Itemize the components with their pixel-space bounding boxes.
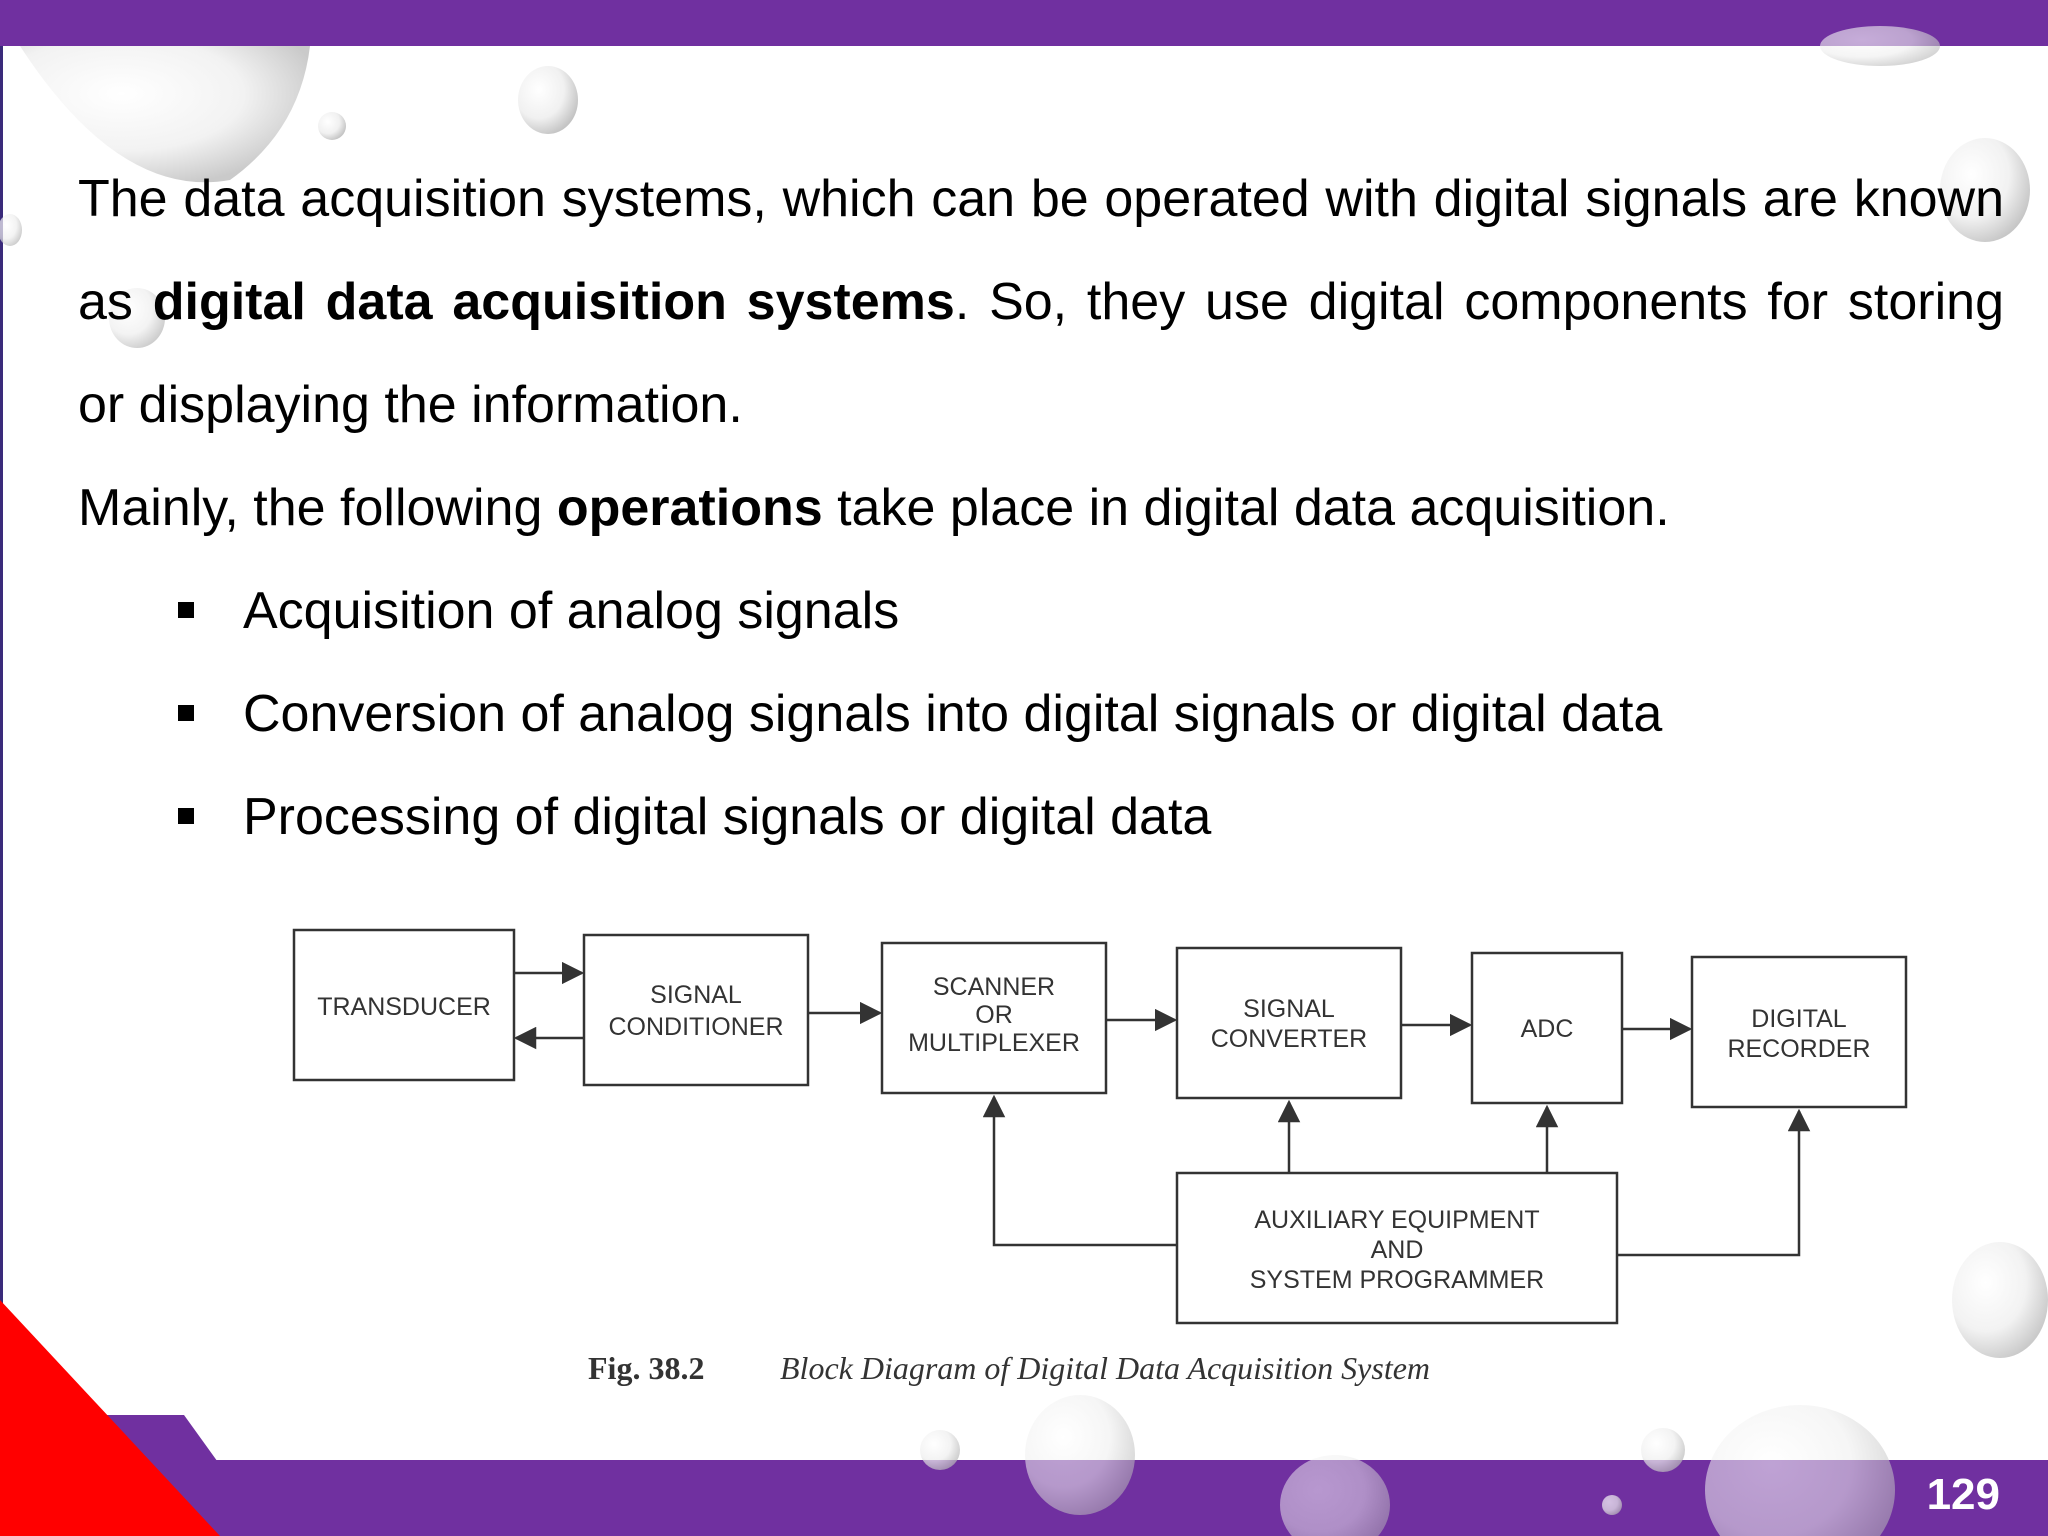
arrow-auxiliary-to-scanner [982, 1094, 1177, 1247]
digital-recorder-label-line1: DIGITAL [1751, 1005, 1846, 1033]
intro-text-part1: The data acquisition systems, which can … [78, 170, 2004, 331]
operations-text-part2: take place in digital data acquisition. [822, 479, 1670, 537]
scanner-label-line3: MULTIPLEXER [908, 1029, 1080, 1057]
arrow-auxiliary-to-recorder [1617, 1108, 1811, 1257]
figure-caption-title: Block Diagram of Digital Data Acquisitio… [780, 1350, 1430, 1386]
operations-paragraph: Mainly, the following operations take pl… [78, 457, 2004, 560]
auxiliary-label-line2: AND [1371, 1236, 1424, 1264]
operations-text-part1: Mainly, the following [78, 479, 557, 537]
scanner-label-line2: OR [975, 1001, 1013, 1029]
signal-conditioner-block [582, 933, 810, 1087]
intro-bold-term: digital data acquisition systems [152, 273, 955, 331]
auxiliary-equipment-block [1175, 1171, 1619, 1325]
operations-bold-term: operations [556, 479, 823, 537]
left-edge-line [0, 46, 3, 1446]
signal-converter-label-line2: CONVERTER [1211, 1025, 1368, 1053]
auxiliary-label-line1: AUXILIARY EQUIPMENT [1254, 1206, 1539, 1234]
operations-list: Acquisition of analog signals Conversion… [78, 560, 2004, 869]
signal-conditioner-label-line2: CONDITIONER [609, 1013, 784, 1041]
list-item: Acquisition of analog signals [178, 560, 2004, 663]
top-accent-bar [0, 0, 2048, 46]
block-diagram: TRANSDUCER SIGNAL CONDITIONER SCANNER OR… [292, 928, 1908, 1386]
transducer-label: TRANSDUCER [317, 993, 491, 1021]
signal-converter-label-line1: SIGNAL [1243, 995, 1335, 1023]
signal-conditioner-label-line1: SIGNAL [650, 981, 742, 1009]
digital-recorder-label-line2: RECORDER [1727, 1035, 1870, 1063]
adc-label: ADC [1521, 1015, 1574, 1043]
figure-caption-number: Fig. 38.2 [588, 1350, 704, 1386]
slide-body: The data acquisition systems, which can … [78, 148, 2004, 869]
signal-converter-block [1175, 946, 1403, 1100]
transducer-block [292, 928, 516, 1082]
intro-text-part2: . So, they use digital components for st… [78, 273, 2004, 434]
intro-paragraph: The data acquisition systems, which can … [78, 148, 2004, 457]
list-item: Conversion of analog signals into digita… [178, 663, 2004, 766]
page-number: 129 [1926, 1470, 2000, 1519]
list-item: Processing of digital signals or digital… [178, 766, 2004, 869]
auxiliary-label-line3: SYSTEM PROGRAMMER [1250, 1266, 1544, 1294]
scanner-label-line1: SCANNER [933, 973, 1055, 1001]
